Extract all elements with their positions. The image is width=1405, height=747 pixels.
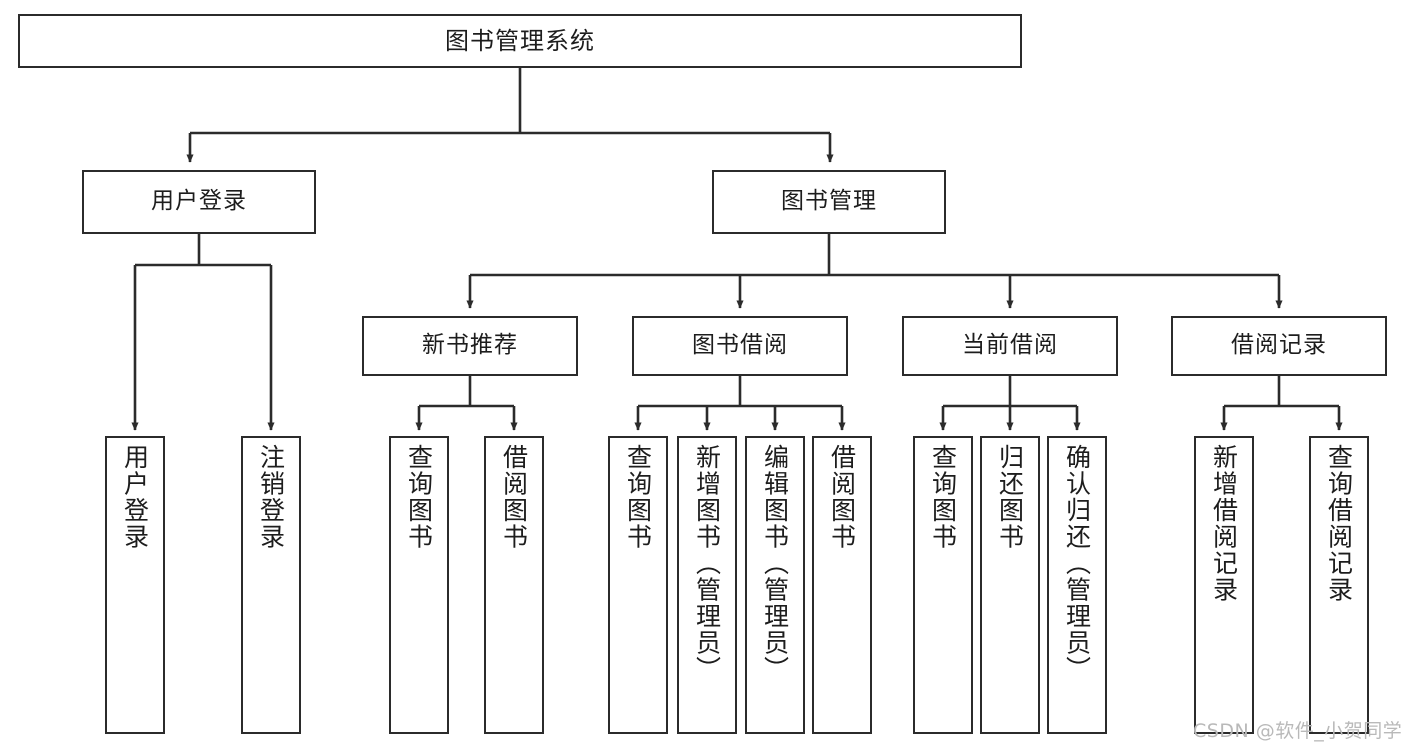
leaf-user-login[interactable]: 用户登录 bbox=[105, 436, 165, 734]
node-book-borrow[interactable]: 图书借阅 bbox=[632, 316, 848, 376]
leaf-recommend-query-book[interactable]: 查询图书 bbox=[389, 436, 449, 734]
leaf-record-add-borrow-record[interactable]: 新增借阅记录 bbox=[1194, 436, 1254, 734]
leaf-borrow-edit-book-admin[interactable]: 编辑图书（管理员） bbox=[745, 436, 805, 734]
node-label: 查询图书 bbox=[928, 444, 958, 550]
node-label: 查询图书 bbox=[623, 444, 653, 550]
node-label: 图书借阅 bbox=[692, 332, 788, 359]
node-label: 当前借阅 bbox=[962, 332, 1058, 359]
node-book-management[interactable]: 图书管理 bbox=[712, 170, 946, 234]
node-label: 查询图书 bbox=[404, 444, 434, 550]
node-label: 注销登录 bbox=[256, 444, 286, 550]
leaf-current-query-book[interactable]: 查询图书 bbox=[913, 436, 973, 734]
node-label: 编辑图书（管理员） bbox=[760, 444, 790, 683]
node-label: 新增图书（管理员） bbox=[692, 444, 722, 683]
node-root-system[interactable]: 图书管理系统 bbox=[18, 14, 1022, 68]
leaf-recommend-borrow-book[interactable]: 借阅图书 bbox=[484, 436, 544, 734]
node-borrow-record[interactable]: 借阅记录 bbox=[1171, 316, 1387, 376]
node-new-book-recommend[interactable]: 新书推荐 bbox=[362, 316, 578, 376]
node-label: 借阅图书 bbox=[827, 444, 857, 550]
leaf-record-query-borrow-record[interactable]: 查询借阅记录 bbox=[1309, 436, 1369, 734]
node-user-login[interactable]: 用户登录 bbox=[82, 170, 316, 234]
node-label: 用户登录 bbox=[120, 444, 150, 550]
leaf-logout[interactable]: 注销登录 bbox=[241, 436, 301, 734]
leaf-current-return-book[interactable]: 归还图书 bbox=[980, 436, 1040, 734]
node-label: 借阅记录 bbox=[1231, 332, 1327, 359]
node-label: 确认归还（管理员） bbox=[1062, 444, 1092, 683]
leaf-borrow-query-book[interactable]: 查询图书 bbox=[608, 436, 668, 734]
node-label: 用户登录 bbox=[151, 188, 247, 215]
node-label: 归还图书 bbox=[995, 444, 1025, 550]
node-label: 图书管理 bbox=[781, 188, 877, 215]
leaf-current-confirm-return-admin[interactable]: 确认归还（管理员） bbox=[1047, 436, 1107, 734]
watermark-text: CSDN @软件_小贺同学 bbox=[1193, 720, 1403, 742]
node-label: 新书推荐 bbox=[422, 332, 518, 359]
leaf-borrow-borrow-book[interactable]: 借阅图书 bbox=[812, 436, 872, 734]
node-current-borrow[interactable]: 当前借阅 bbox=[902, 316, 1118, 376]
node-label: 借阅图书 bbox=[499, 444, 529, 550]
node-label: 查询借阅记录 bbox=[1324, 444, 1354, 603]
node-label: 图书管理系统 bbox=[445, 26, 595, 55]
node-label: 新增借阅记录 bbox=[1209, 444, 1239, 603]
leaf-borrow-add-book-admin[interactable]: 新增图书（管理员） bbox=[677, 436, 737, 734]
